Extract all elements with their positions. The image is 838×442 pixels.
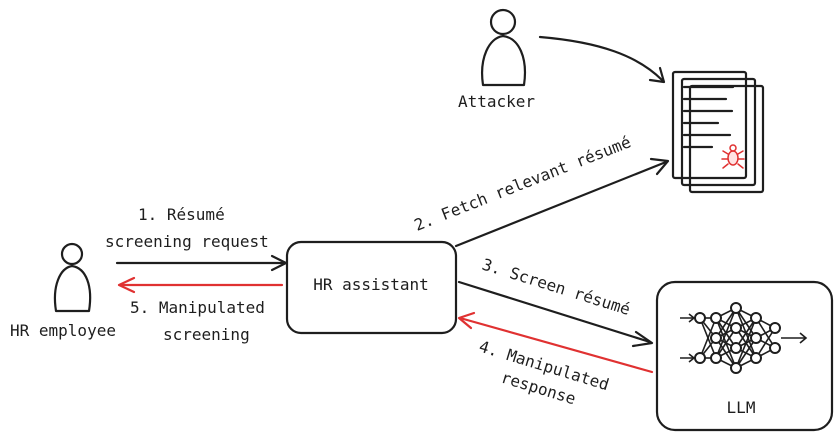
neural-network-node	[710, 352, 722, 364]
neural-network-node	[730, 362, 742, 374]
llm-node	[655, 280, 834, 432]
step3-arrow	[457, 280, 654, 348]
neural-network-node	[730, 302, 742, 314]
resume-document-icon	[671, 70, 765, 194]
step1-label-line1: 1. Résumé	[138, 205, 225, 224]
step4-arrow	[457, 311, 654, 374]
step5-label-line1: 5. Manipulated	[130, 298, 265, 317]
neural-network-node	[750, 312, 762, 324]
attacker-to-resume-arrow	[538, 35, 666, 84]
neural-network-node	[710, 332, 722, 344]
neural-network-node	[750, 352, 762, 364]
hr-assistant-label: HR assistant	[313, 275, 429, 294]
hr-employee-label: HR employee	[10, 321, 116, 340]
neural-network-node	[694, 352, 706, 364]
step5-arrow	[117, 276, 284, 294]
neural-network-node	[769, 342, 781, 354]
hr-employee-icon	[53, 242, 92, 313]
neural-network-node	[750, 332, 762, 344]
attacker-label: Attacker	[458, 92, 535, 111]
step5-label-line2: screening	[163, 325, 250, 344]
neural-network-node	[710, 312, 722, 324]
hr-assistant-node	[285, 240, 458, 335]
neural-network-node	[769, 322, 781, 334]
neural-network-icon	[680, 302, 808, 374]
neural-network-node	[694, 312, 706, 324]
step1-label-line2: screening request	[105, 232, 269, 251]
step1-arrow	[115, 254, 288, 272]
neural-network-node	[730, 322, 742, 334]
llm-label: LLM	[727, 398, 756, 417]
bug-icon	[721, 144, 745, 169]
step3-label: 3. Screen résumé	[480, 255, 633, 319]
neural-network-node	[730, 342, 742, 354]
attacker-icon	[481, 8, 526, 87]
step2-arrow	[454, 157, 670, 248]
